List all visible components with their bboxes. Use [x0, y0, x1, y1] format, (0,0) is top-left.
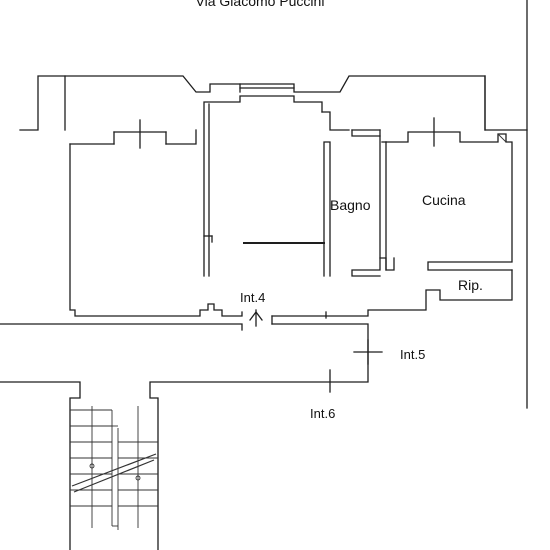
- apartment-walls: [69, 95, 513, 325]
- entrance-arrow: [249, 309, 263, 327]
- stairwell: [70, 406, 158, 530]
- facade-band: [19, 75, 528, 131]
- room-label-bathroom: Bagno: [330, 197, 371, 213]
- unit-label-int4: Int.4: [240, 290, 265, 305]
- unit-label-int6: Int.6: [310, 406, 335, 421]
- street-name: Via Giacomo Puccini: [196, 0, 325, 9]
- unit-label-int5: Int.5: [400, 347, 425, 362]
- corridor: [0, 323, 383, 550]
- room-label-kitchen: Cucina: [422, 192, 466, 208]
- room-label-storage: Rip.: [458, 277, 483, 293]
